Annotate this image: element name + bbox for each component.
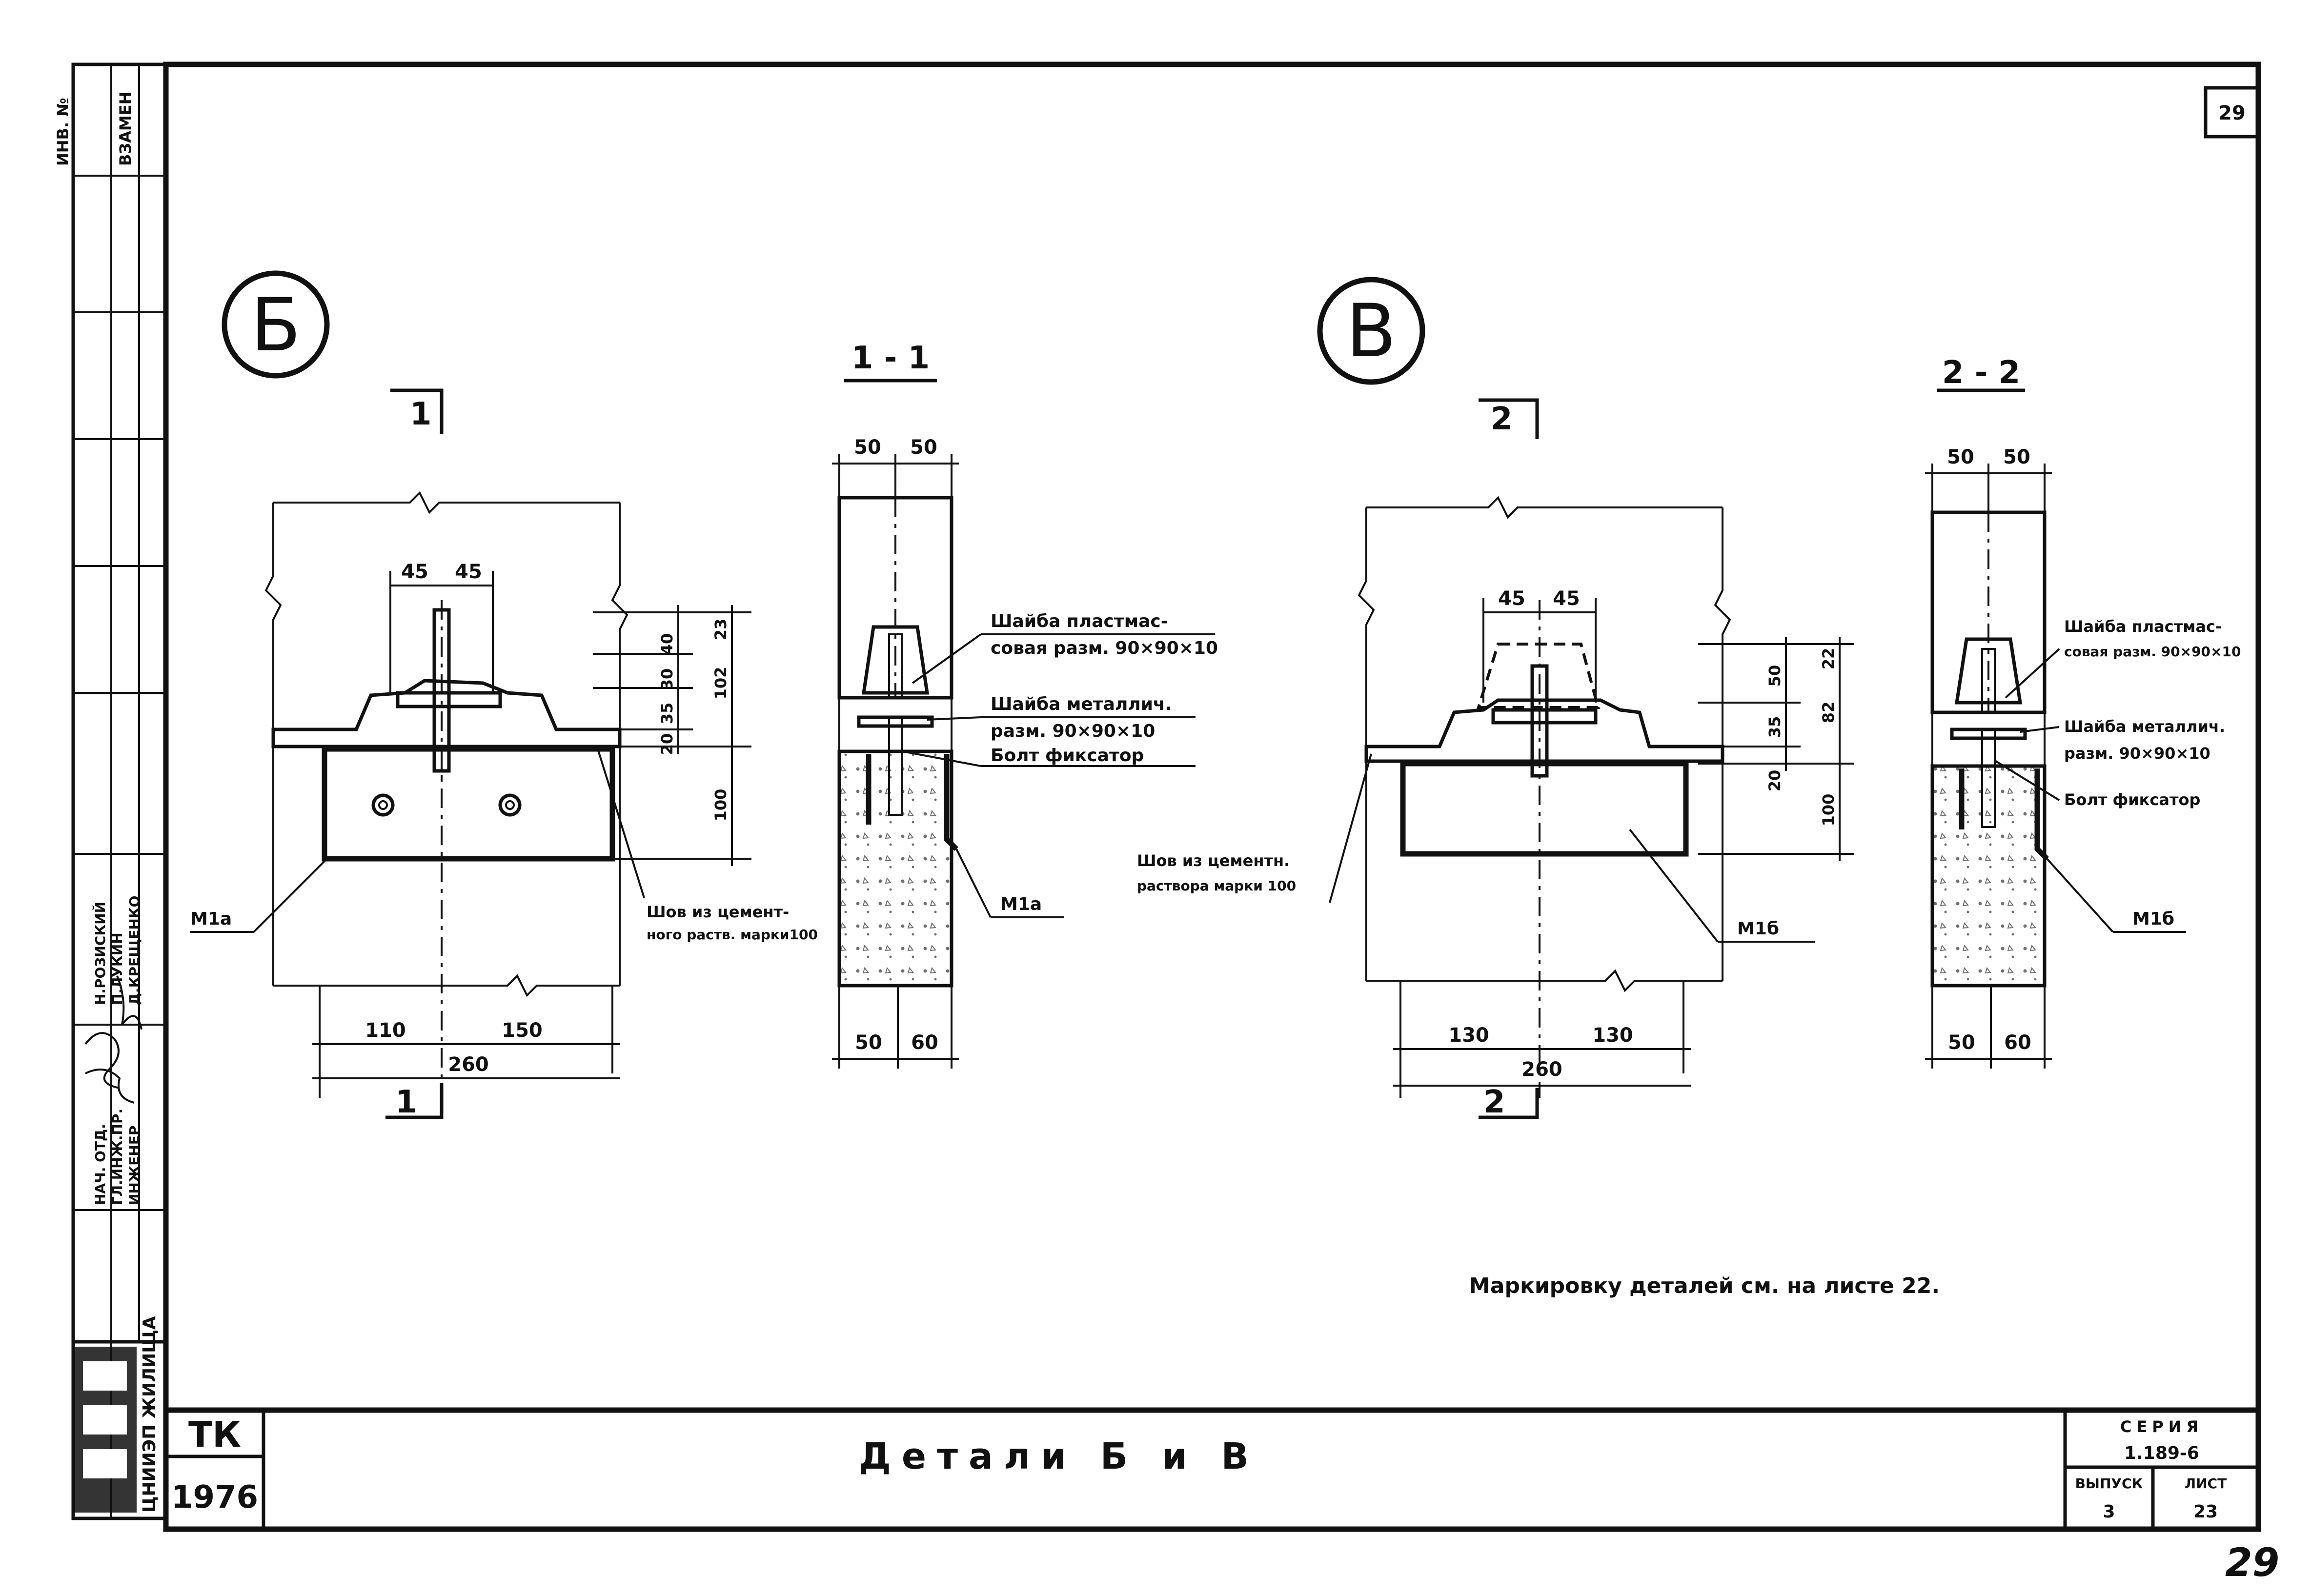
stamp-inv-label: ИНВ. № bbox=[54, 98, 72, 166]
issue-value: 3 bbox=[2103, 1502, 2115, 1522]
detail-v-dim-bottom-2: 130 bbox=[1592, 1024, 1633, 1047]
section-1-1-dim-bottom-2: 60 bbox=[911, 1031, 938, 1054]
detail-b-dim-top-1: 45 bbox=[401, 561, 428, 583]
detail-b-dim-r-4: 20 bbox=[658, 733, 676, 755]
handwritten-page-number: 29 bbox=[2225, 1540, 2279, 1585]
title-block-code: ТК bbox=[188, 1414, 241, 1455]
side-stamp bbox=[71, 62, 168, 1520]
sheet-title: Детали Б и В bbox=[859, 1435, 1259, 1477]
detail-v-drawing bbox=[1317, 277, 1854, 1119]
sheet-label: ЛИСТ bbox=[2185, 1475, 2227, 1492]
section-2-2-callout-1b: совая разм. 90×90×10 bbox=[2064, 644, 2241, 660]
stamp-name-3: Д.КРЕЩЕНКО bbox=[126, 896, 142, 1005]
detail-b-dim-r-2: 30 bbox=[658, 668, 676, 690]
detail-v-dim-r-4: 22 bbox=[1819, 648, 1838, 670]
section-1-1-callout-3: Болт фиксатор bbox=[991, 746, 1144, 766]
section-1-1-element-label: М1а bbox=[1000, 894, 1042, 914]
issue-label: ВЫПУСК bbox=[2075, 1475, 2143, 1492]
stamp-role-1: НАЧ. ОТД. bbox=[92, 1124, 108, 1205]
detail-v-dim-r-6: 100 bbox=[1819, 794, 1838, 827]
section-2-2-dim-top-1: 50 bbox=[1947, 446, 1974, 468]
detail-b-section-mark-bottom: 1 bbox=[395, 1084, 417, 1120]
detail-b-dim-r-1: 40 bbox=[658, 633, 676, 655]
detail-v-dim-bottom-total: 260 bbox=[1521, 1058, 1562, 1081]
detail-v-seam-callout-2: раствора марки 100 bbox=[1137, 878, 1296, 894]
detail-v-marker-circle bbox=[1317, 277, 1425, 385]
detail-b-marker: Б bbox=[251, 283, 301, 368]
section-2-2-callout-1a: Шайба пластмас- bbox=[2064, 617, 2222, 636]
section-1-1-dim-bottom-1: 50 bbox=[855, 1031, 882, 1054]
series-value: 1.189-6 bbox=[2124, 1443, 2199, 1463]
section-2-2-element-label: М1б bbox=[2132, 909, 2174, 929]
stamp-role-2: ГЛ.ИНЖ.ПР. bbox=[109, 1109, 125, 1205]
section-2-2-callout-2b: разм. 90×90×10 bbox=[2064, 744, 2210, 763]
section-1-1-title: 1 - 1 bbox=[851, 340, 930, 376]
detail-b-section-mark-top: 1 bbox=[410, 396, 432, 432]
section-1-1-dim-top-1: 50 bbox=[854, 436, 881, 459]
detail-b-seam-callout-2: ного раств. марки100 bbox=[647, 927, 818, 943]
page-number: 29 bbox=[2218, 102, 2246, 124]
detail-b-dim-bottom-2: 150 bbox=[502, 1019, 543, 1042]
stamp-org: ЦНИИЭП ЖИЛИЩА bbox=[140, 1316, 160, 1513]
detail-b-dim-r-6: 102 bbox=[711, 667, 730, 700]
detail-b-dim-bottom-total: 260 bbox=[448, 1053, 489, 1076]
marking-note: Маркировку деталей см. на листе 22. bbox=[1469, 1273, 1940, 1298]
sheet-value: 23 bbox=[2193, 1502, 2218, 1522]
detail-v-dim-r-2: 35 bbox=[1765, 716, 1784, 738]
section-2-2-dim-bottom-1: 50 bbox=[1948, 1031, 1975, 1054]
section-2-2-drawing bbox=[1925, 388, 2186, 1069]
detail-v-section-mark-top: 2 bbox=[1491, 401, 1513, 437]
detail-v-dim-top-2: 45 bbox=[1553, 587, 1580, 610]
page-number-box bbox=[2204, 86, 2260, 139]
detail-b-element-label: М1а bbox=[190, 909, 232, 929]
detail-b-dim-bottom-1: 110 bbox=[365, 1019, 406, 1042]
section-1-1-callout-1b: совая разм. 90×90×10 bbox=[991, 638, 1218, 658]
detail-v-dim-bottom-1: 130 bbox=[1448, 1024, 1489, 1047]
detail-v-dim-top-1: 45 bbox=[1498, 587, 1525, 610]
title-block-year: 1976 bbox=[171, 1479, 258, 1515]
series-label: СЕРИЯ bbox=[2120, 1417, 2203, 1436]
detail-v-seam-callout-1: Шов из цементн. bbox=[1137, 851, 1290, 870]
detail-b-drawing bbox=[190, 270, 751, 1119]
section-2-2-title: 2 - 2 bbox=[1942, 355, 2020, 391]
detail-v-dim-r-3: 20 bbox=[1765, 770, 1784, 792]
section-2-2-dim-bottom-2: 60 bbox=[2004, 1031, 2031, 1054]
stamp-name-2: П.ЛУКИН bbox=[109, 932, 125, 1005]
section-1-1-callout-2b: разм. 90×90×10 bbox=[991, 721, 1155, 741]
detail-v-marker: В bbox=[1346, 289, 1397, 374]
detail-b-seam-callout-1: Шов из цемент- bbox=[647, 903, 789, 921]
section-1-1-callout-1a: Шайба пластмас- bbox=[991, 611, 1168, 631]
section-2-2-callout-3: Болт фиксатор bbox=[2064, 790, 2200, 809]
detail-v-dim-r-5: 82 bbox=[1819, 702, 1838, 724]
section-1-1-dim-top-2: 50 bbox=[910, 436, 937, 459]
detail-b-dim-r-3: 35 bbox=[658, 703, 676, 725]
detail-b-marker-circle bbox=[222, 270, 330, 379]
section-1-1-drawing bbox=[832, 379, 1215, 1069]
section-2-2-callout-2a: Шайба металлич. bbox=[2064, 717, 2225, 736]
section-1-1-callout-2a: Шайба металлич. bbox=[991, 694, 1172, 714]
detail-b-dim-top-2: 45 bbox=[455, 561, 482, 583]
detail-v-dim-r-1: 50 bbox=[1765, 665, 1784, 687]
detail-v-section-mark-bottom: 2 bbox=[1483, 1084, 1505, 1120]
section-2-2-dim-top-2: 50 bbox=[2003, 446, 2030, 468]
detail-b-dim-r-7: 100 bbox=[711, 789, 730, 822]
stamp-vzamen-label: ВЗАМЕН bbox=[116, 92, 135, 166]
detail-v-element-label: М1б bbox=[1737, 919, 1779, 939]
stamp-name-1: Н.РОЗИСКИЙ bbox=[92, 902, 108, 1005]
detail-b-dim-r-5: 23 bbox=[711, 619, 730, 641]
stamp-role-3: ИНЖЕНЕР bbox=[126, 1126, 142, 1205]
